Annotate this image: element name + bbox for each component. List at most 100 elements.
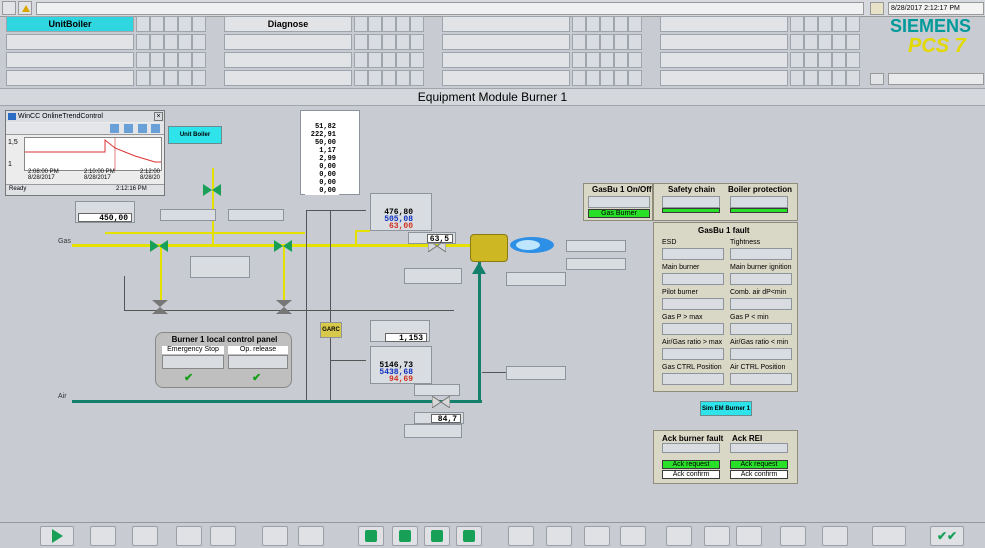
alarm-indicator[interactable] (382, 34, 396, 50)
copy-icon[interactable] (704, 526, 730, 546)
alarm-indicator[interactable] (790, 52, 804, 68)
alarm-indicator[interactable] (846, 34, 860, 50)
air-control-valve-icon[interactable] (431, 395, 451, 409)
zoom-out-icon[interactable] (151, 124, 160, 133)
alarm-indicator[interactable] (832, 16, 846, 32)
settings-icon[interactable] (870, 73, 884, 85)
ack-rei-request[interactable]: Ack request (730, 460, 788, 469)
gas-valve-block-1[interactable] (160, 209, 216, 221)
alarm-indicator[interactable] (368, 52, 382, 68)
alarm-indicator[interactable] (846, 16, 860, 32)
message-line[interactable] (36, 2, 864, 15)
alarm-indicator[interactable] (410, 70, 424, 86)
air-ctrl-block-2[interactable]: 84,7 (414, 412, 464, 424)
alarm-indicator[interactable] (396, 70, 410, 86)
alarm-indicator[interactable] (368, 16, 382, 32)
table-icon[interactable] (176, 526, 202, 546)
alarm-indicator[interactable] (804, 34, 818, 50)
alarm-indicator[interactable] (354, 70, 368, 86)
alarm-indicator[interactable] (150, 34, 164, 50)
alarm-indicator[interactable] (354, 16, 368, 32)
fault-block[interactable] (730, 298, 792, 310)
fault-block[interactable] (730, 323, 792, 335)
export-icon[interactable] (298, 526, 324, 546)
alarm-indicator[interactable] (136, 70, 150, 86)
lock-icon[interactable] (780, 526, 806, 546)
ack-fault-request[interactable]: Ack request (662, 460, 720, 469)
vent-valve-icon[interactable] (203, 184, 221, 196)
alarm-indicator[interactable] (368, 70, 382, 86)
alarm-indicator[interactable] (178, 34, 192, 50)
alarm-indicator[interactable] (628, 16, 642, 32)
arrow-down-icon[interactable] (424, 526, 450, 546)
alarm-indicator[interactable] (614, 52, 628, 68)
info-icon[interactable] (822, 526, 848, 546)
fan-block[interactable] (506, 366, 566, 380)
gasbu-onoff-block[interactable] (588, 196, 650, 208)
alarm-indicator[interactable] (164, 34, 178, 50)
alarm-indicator[interactable] (614, 70, 628, 86)
flame-block-2[interactable] (566, 258, 626, 270)
alarm-indicator[interactable] (396, 52, 410, 68)
alarm-indicator[interactable] (804, 70, 818, 86)
tile-unitboiler[interactable]: UnitBoiler (6, 16, 134, 32)
sim-burner-button[interactable]: Sim EM Burner 1 (700, 401, 752, 416)
fault-block[interactable] (730, 348, 792, 360)
alarm-indicator[interactable] (572, 34, 586, 50)
alarm-indicator[interactable] (136, 52, 150, 68)
area-tile[interactable] (224, 70, 352, 86)
gas-position-block[interactable] (404, 268, 462, 284)
op-release-block[interactable] (228, 355, 288, 369)
arrow-up-icon[interactable] (392, 526, 418, 546)
gas-valve-1-icon[interactable] (150, 240, 168, 252)
overview-icon[interactable] (2, 1, 16, 15)
gas-valve-2-icon[interactable] (274, 240, 292, 252)
gas-valve-block-2[interactable] (228, 209, 284, 221)
pressure-block[interactable]: 450,00 (75, 201, 135, 223)
alarm-indicator[interactable] (192, 52, 206, 68)
burner-icon[interactable] (470, 234, 508, 262)
alarm-indicator[interactable] (382, 70, 396, 86)
alarm-indicator[interactable] (846, 52, 860, 68)
area-tile[interactable] (442, 70, 570, 86)
alarm-indicator[interactable] (164, 70, 178, 86)
fault-block[interactable] (730, 248, 792, 260)
alarm-indicator[interactable] (586, 34, 600, 50)
alarm-indicator[interactable] (572, 16, 586, 32)
zoom-in-icon[interactable] (138, 124, 147, 133)
unit-boiler-button[interactable]: Unit Boiler (168, 126, 222, 144)
paste-icon[interactable] (736, 526, 762, 546)
area-tile[interactable] (6, 52, 134, 68)
area-tile[interactable] (6, 34, 134, 50)
alarm-indicator[interactable] (572, 70, 586, 86)
start-icon[interactable] (40, 526, 74, 546)
login-field[interactable] (888, 73, 984, 85)
pan-icon[interactable] (124, 124, 133, 133)
safety-chain-block[interactable] (662, 196, 720, 208)
alarm-indicator[interactable] (354, 52, 368, 68)
area-tile[interactable] (442, 16, 570, 32)
alarm-indicator[interactable] (818, 16, 832, 32)
vent-valve-3-icon[interactable] (276, 300, 292, 314)
area-tile[interactable] (6, 70, 134, 86)
alarm-indicator[interactable] (586, 52, 600, 68)
warning-icon[interactable] (18, 1, 32, 15)
alarm-indicator[interactable] (410, 16, 424, 32)
alarm-indicator[interactable] (818, 34, 832, 50)
arrow-left-icon[interactable] (358, 526, 384, 546)
trend-toolbar[interactable] (6, 123, 164, 135)
alarm-indicator[interactable] (150, 52, 164, 68)
alarm-indicator[interactable] (136, 34, 150, 50)
horn-icon[interactable] (870, 2, 884, 15)
alarm-indicator[interactable] (192, 70, 206, 86)
fault-block[interactable] (662, 248, 724, 260)
trend-plot[interactable] (24, 137, 162, 171)
alarm-indicator[interactable] (628, 52, 642, 68)
alarm-indicator[interactable] (136, 16, 150, 32)
alarm-indicator[interactable] (790, 70, 804, 86)
ignition-block[interactable] (506, 272, 566, 286)
save-icon[interactable] (620, 526, 646, 546)
alarm-indicator[interactable] (614, 34, 628, 50)
close-icon[interactable]: × (154, 112, 163, 121)
